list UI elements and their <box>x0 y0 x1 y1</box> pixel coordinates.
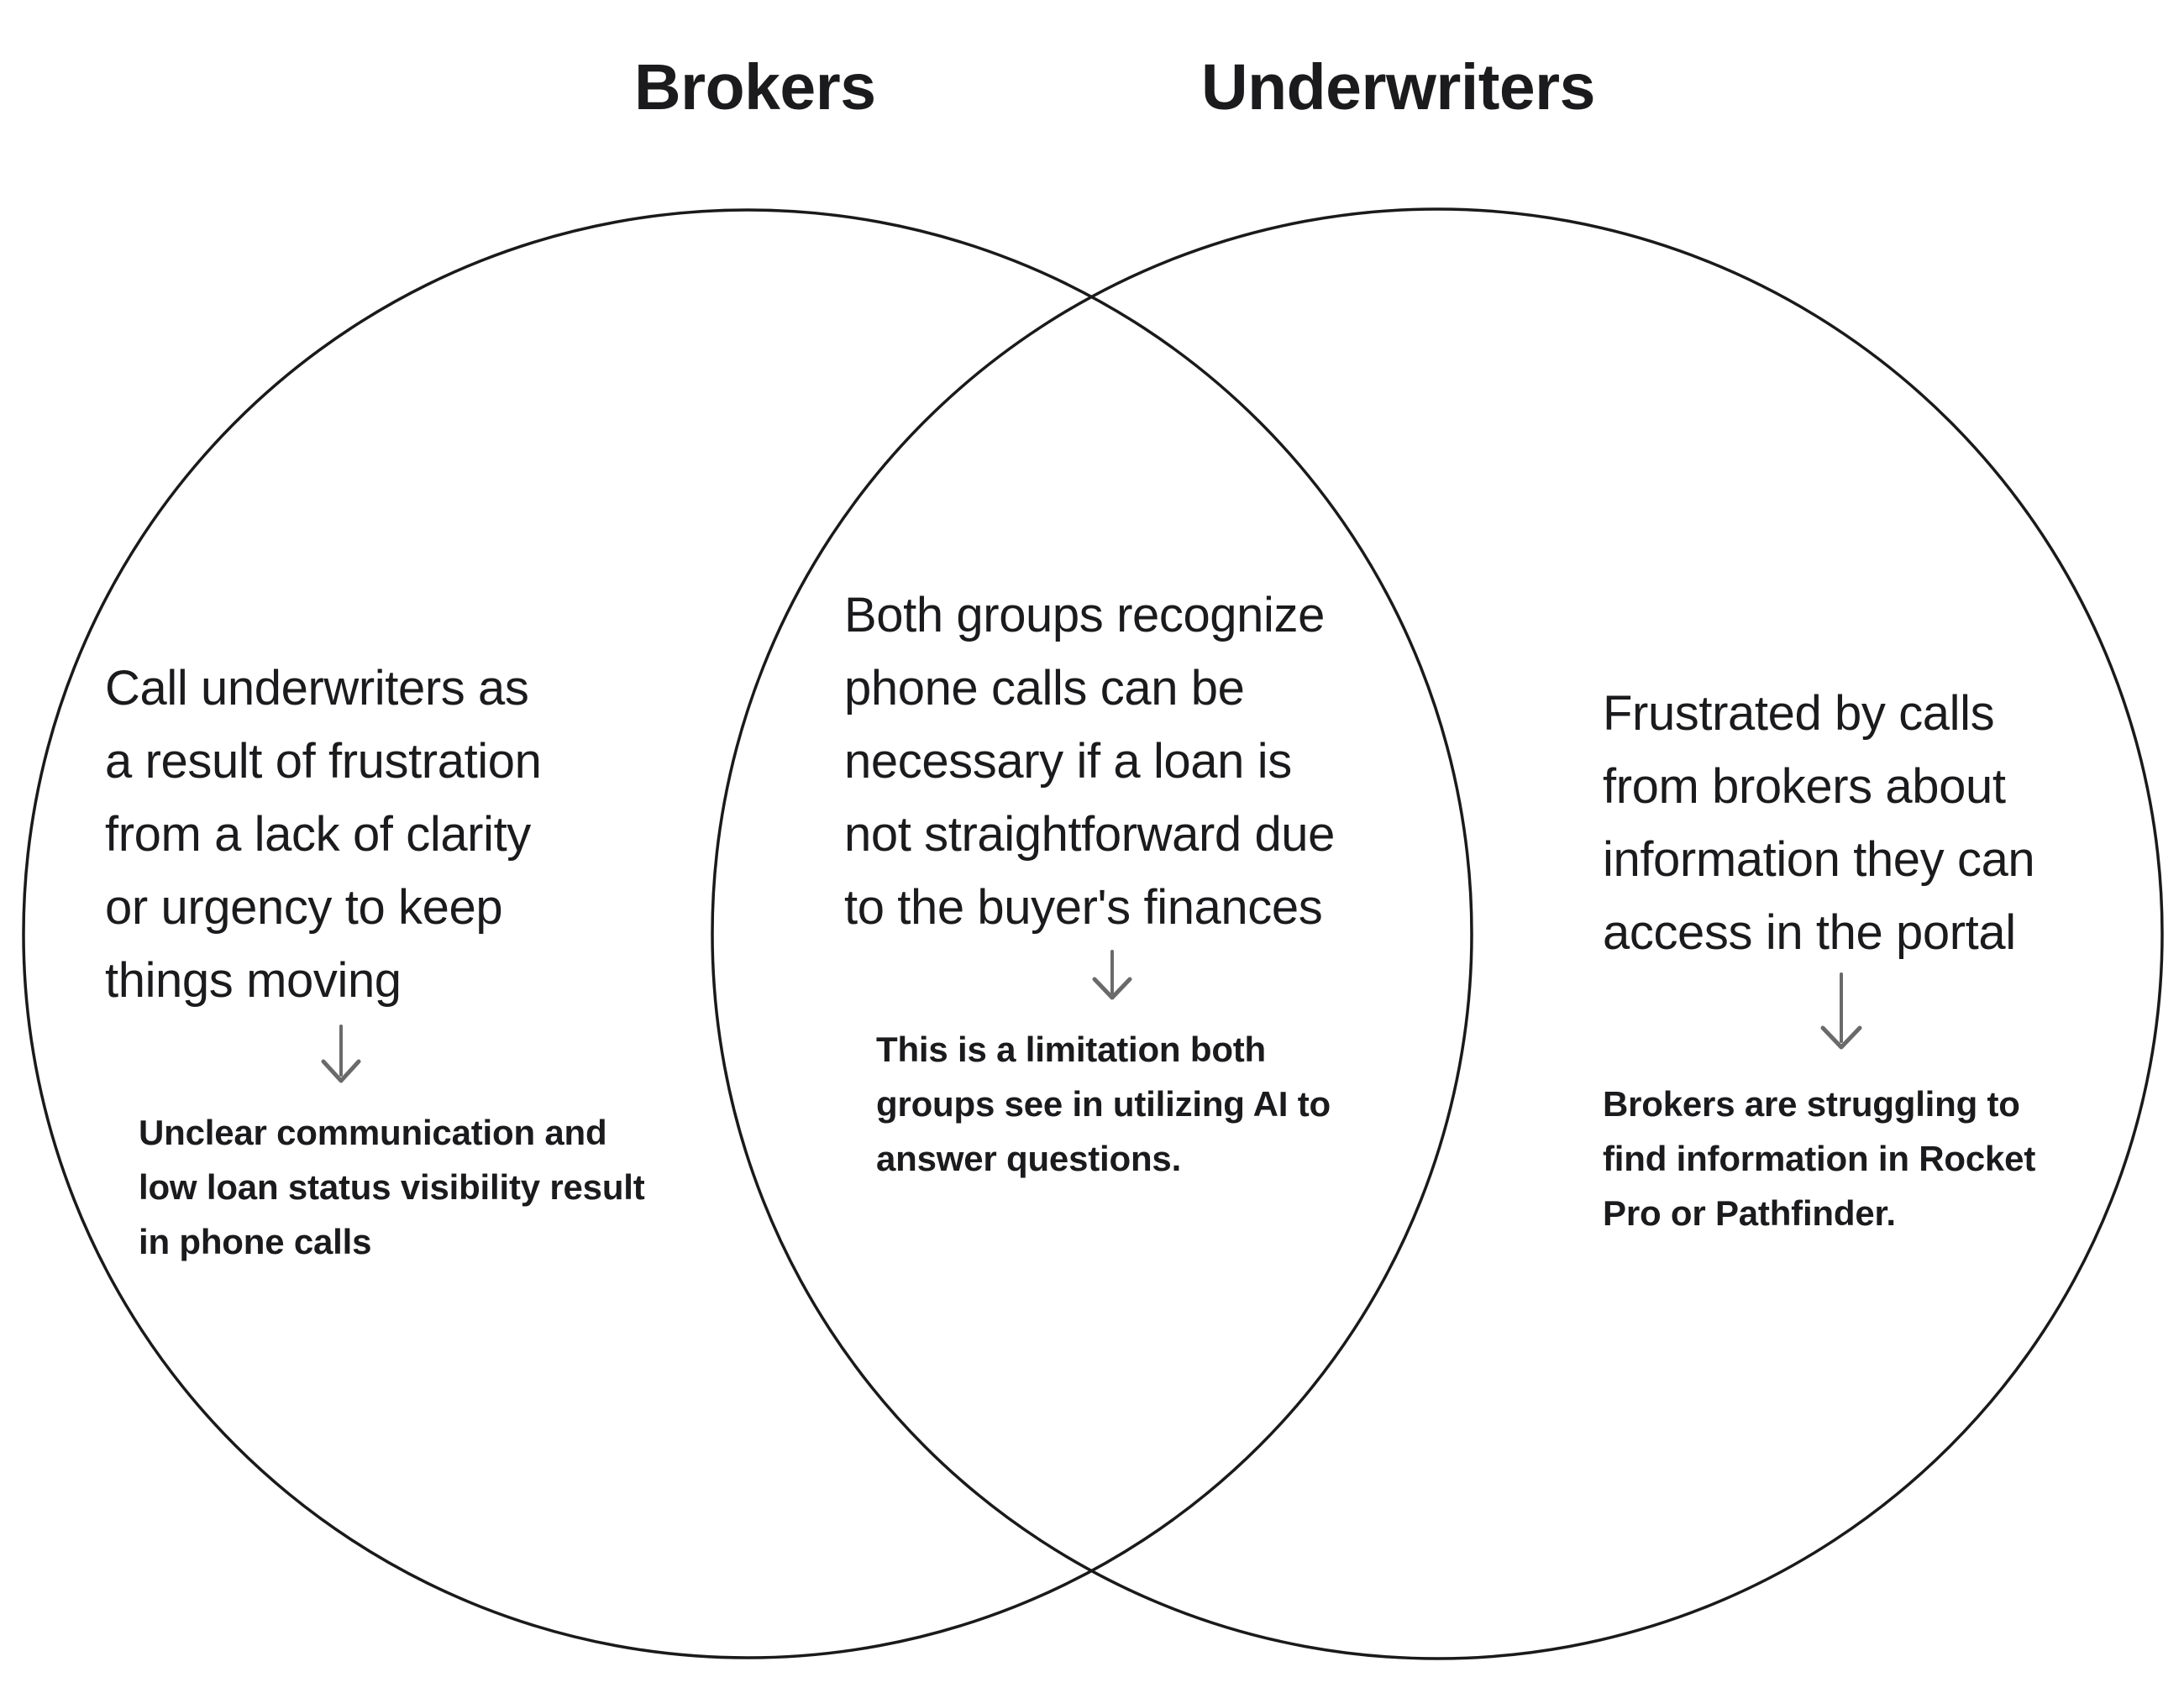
brokers-circle <box>22 208 1473 1659</box>
brokers-body-text: Call underwriters as a result of frustra… <box>105 661 542 1008</box>
overlap-body-text: Both groups recognize phone calls can be… <box>844 588 1336 935</box>
underwriters-title: Underwriters <box>1201 51 1595 123</box>
underwriters-note-text: Brokers are struggling to find informati… <box>1603 1084 2036 1233</box>
underwriters-circle <box>711 207 2164 1660</box>
right-down-arrow-icon <box>1820 972 1862 1050</box>
brokers-note-text: Unclear communication and low loan statu… <box>139 1113 645 1261</box>
left-down-arrow-icon <box>321 1025 361 1083</box>
underwriters-body-text: Frustrated by calls from brokers about i… <box>1603 686 2035 960</box>
overlap-note-text: This is a limitation both groups see in … <box>876 1030 1331 1178</box>
brokers-title: Brokers <box>634 51 876 123</box>
middle-down-arrow-icon <box>1092 950 1132 1000</box>
